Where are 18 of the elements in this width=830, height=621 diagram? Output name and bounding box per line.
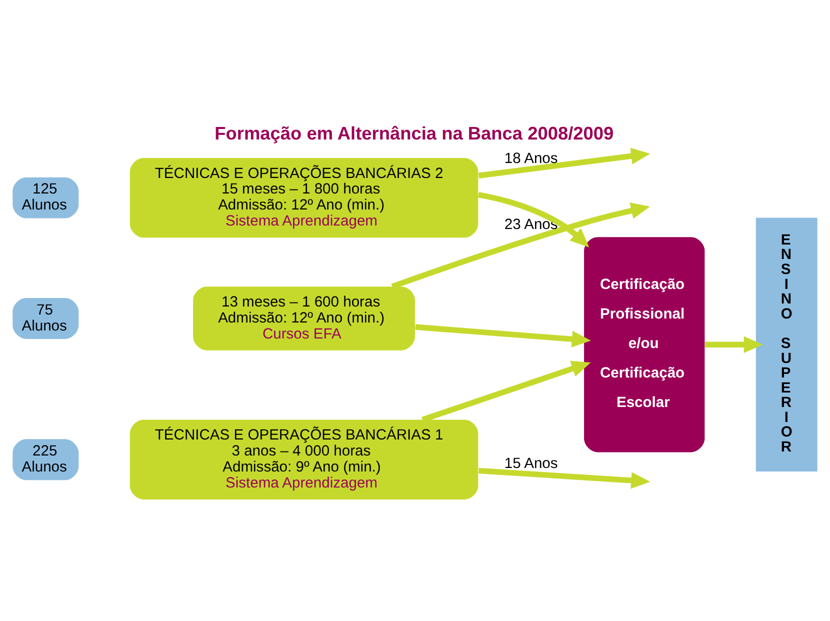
arrow [415,324,591,348]
node-box: 75 Alunos [12,298,79,339]
arrow [391,202,650,290]
node-box: 125 Alunos [12,177,79,218]
edge-label: 15 Anos [504,456,558,472]
node-box: ENSINO SUPERIOR [756,218,818,472]
arrow [422,360,591,422]
node-box: TÉCNICAS E OPERAÇÕES BANCÁRIAS 1 3 anos – 4 000 horas Admissão: 9º Ano (min.) Sistema Aprendizagem [130,420,478,500]
arrow [478,468,650,489]
node-box: 225 Alunos [12,439,79,480]
arrow [478,148,650,178]
diagram-title: Formação em Alternância na Banca 2008/2009 [214,124,614,144]
node-box: TÉCNICAS E OPERAÇÕES BANCÁRIAS 2 15 meses – 1 800 horas Admissão: 12º Ano (min.) Sistema Aprendizagem [130,158,478,238]
arrow [478,192,590,248]
node-box: Certificação Profissional e/ou Certificação Escolar [584,237,705,452]
node-box: 13 meses – 1 600 horas Admissão: 12º Ano (min.) Cursos EFA [193,286,415,350]
edge-label: 18 Anos [504,150,558,167]
arrow [704,336,763,353]
